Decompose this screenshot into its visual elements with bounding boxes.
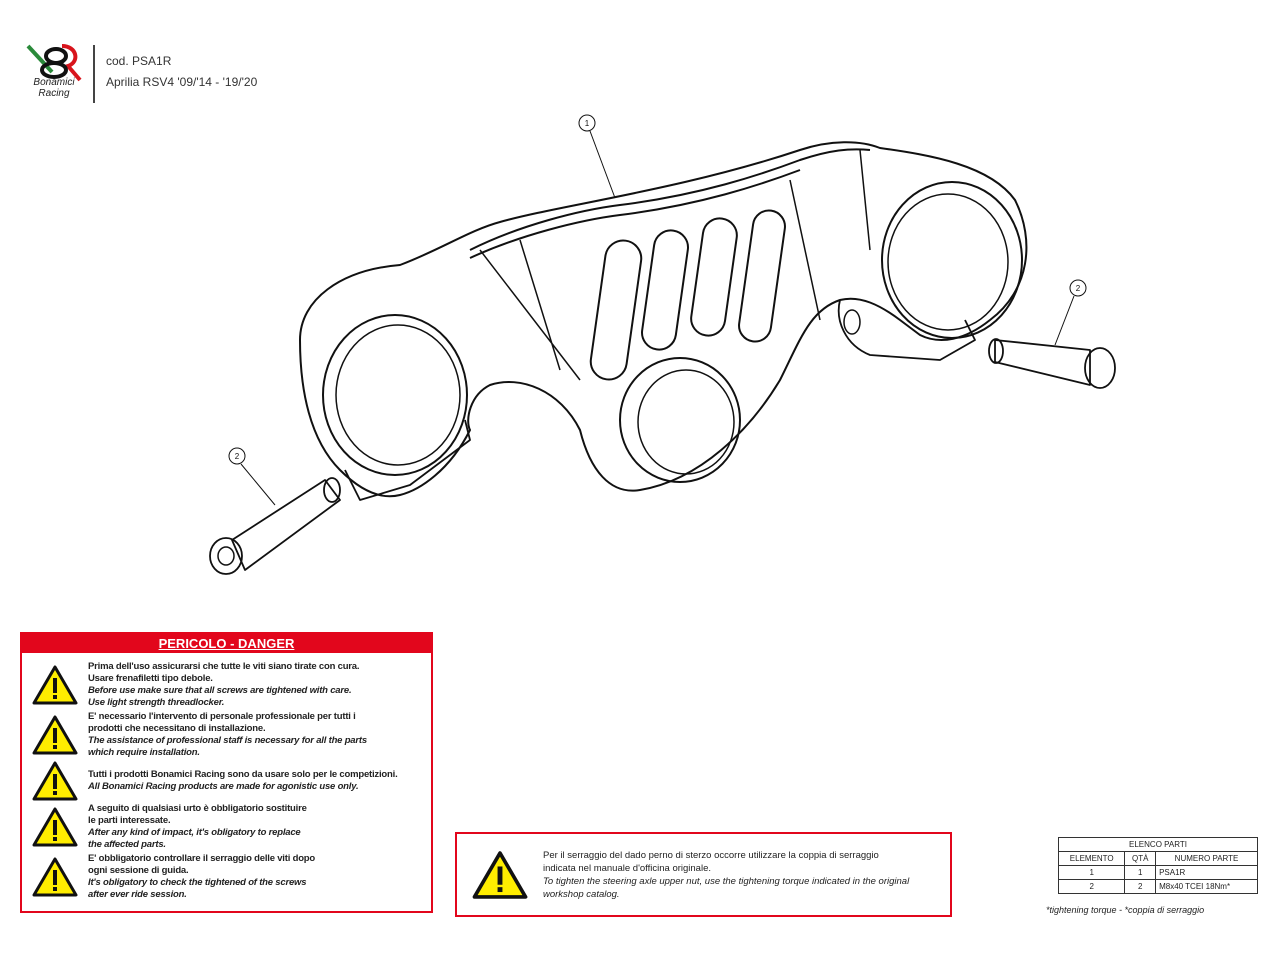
column-header: QTÀ [1124,851,1157,866]
cell-part-number: PSA1R [1155,865,1258,880]
danger-box: PERICOLO - DANGER Prima dell'uso assicur… [20,632,433,913]
warning-en: All Bonamici Racing products are made fo… [88,781,359,792]
cell-qty: 2 [1124,879,1157,894]
callout-1-label: 1 [585,119,590,128]
danger-item: E' necessario l'intervento di personale … [22,711,427,759]
callout-2-right-label: 2 [1076,284,1081,293]
danger-item: E' obbligatorio controllare il serraggio… [22,853,427,901]
brand-name: Bonamici Racing [33,77,75,99]
parts-list-title: ELENCO PARTI [1058,837,1258,852]
callout-2-right [1069,279,1087,297]
warning-it: Tutti i prodotti Bonamici Racing sono da… [88,769,398,780]
header-divider [93,45,95,103]
right-fork-hole [881,181,1023,339]
steering-stem-hole [619,357,741,483]
warning-en: Before use make sure that all screws are… [88,685,352,696]
left-fork-hole [322,314,468,476]
torque-note-en: To tighten the steering axle upper nut, … [543,875,910,887]
callout-2-left [228,447,246,465]
torque-note-en: workshop catalog. [543,888,620,900]
warning-icon [32,761,78,801]
triple-clamp-drawing: 1 2 2 [209,114,1116,575]
parts-list-table: ELENCO PARTI ELEMENTO QTÀ NUMERO PARTE 1… [1057,837,1258,894]
cell-qty: 1 [1124,865,1157,880]
cell-element: 2 [1057,879,1126,894]
torque-note-it: Per il serraggio del dado perno di sterz… [543,849,879,861]
bonamici-logo [26,44,82,82]
torque-footnote: *tightening torque - *coppia di serraggi… [1046,905,1205,915]
warning-it: le parti interessate. [88,815,171,826]
right-bolt [988,338,1116,389]
table-row: 2 2 M8x40 TCEI 18Nm* [1057,879,1258,894]
column-header: NUMERO PARTE [1155,851,1258,866]
warning-icon [32,807,78,847]
warning-en: Use light strength threadlocker. [88,697,225,708]
warning-icon [32,715,78,755]
warning-icon [32,665,78,705]
table-row: 1 1 PSA1R [1057,865,1258,880]
torque-note-box: Per il serraggio del dado perno di sterz… [455,832,952,917]
warning-it: Prima dell'uso assicurarsi che tutte le … [88,661,360,672]
cell-element: 1 [1057,865,1126,880]
warning-en: which require installation. [88,747,200,758]
danger-title: PERICOLO - DANGER [158,636,295,651]
warning-it: Usare frenafiletti tipo debole. [88,673,213,684]
danger-item: Prima dell'uso assicurarsi che tutte le … [22,661,427,709]
column-header: ELEMENTO [1057,851,1126,866]
warning-en: The assistance of professional staff is … [88,735,367,746]
warning-icon [32,857,78,897]
callout-2-left-label: 2 [235,452,240,461]
cell-part-number: M8x40 TCEI 18Nm* [1155,879,1258,894]
warning-en: the affected parts. [88,839,166,850]
danger-item: A seguito di qualsiasi urto è obbligator… [22,803,427,851]
warning-it: ogni sessione di guida. [88,865,189,876]
warning-it: E' obbligatorio controllare il serraggio… [88,853,316,864]
warning-it: A seguito di qualsiasi urto è obbligator… [88,803,307,814]
torque-note-text: Per il serraggio del dado perno di sterz… [543,849,950,901]
warning-it: E' necessario l'intervento di personale … [88,711,356,722]
callout-1 [578,114,596,132]
warning-icon [472,850,528,899]
left-bolt [209,477,341,575]
torque-note-it: indicata nel manuale d'officina original… [543,862,711,874]
warning-en: After any kind of impact, it's obligator… [88,827,301,838]
clamp-outline [299,141,1028,498]
warning-en: It's obligatory to check the tightened o… [88,877,307,888]
product-code: cod. PSA1R [106,54,172,68]
danger-item: Tutti i prodotti Bonamici Racing sono da… [22,761,427,801]
warning-en: after ever ride session. [88,889,187,900]
warning-it: prodotti che necessitano di installazion… [88,723,266,734]
vehicle-model: Aprilia RSV4 '09/'14 - '19/'20 [106,75,258,89]
